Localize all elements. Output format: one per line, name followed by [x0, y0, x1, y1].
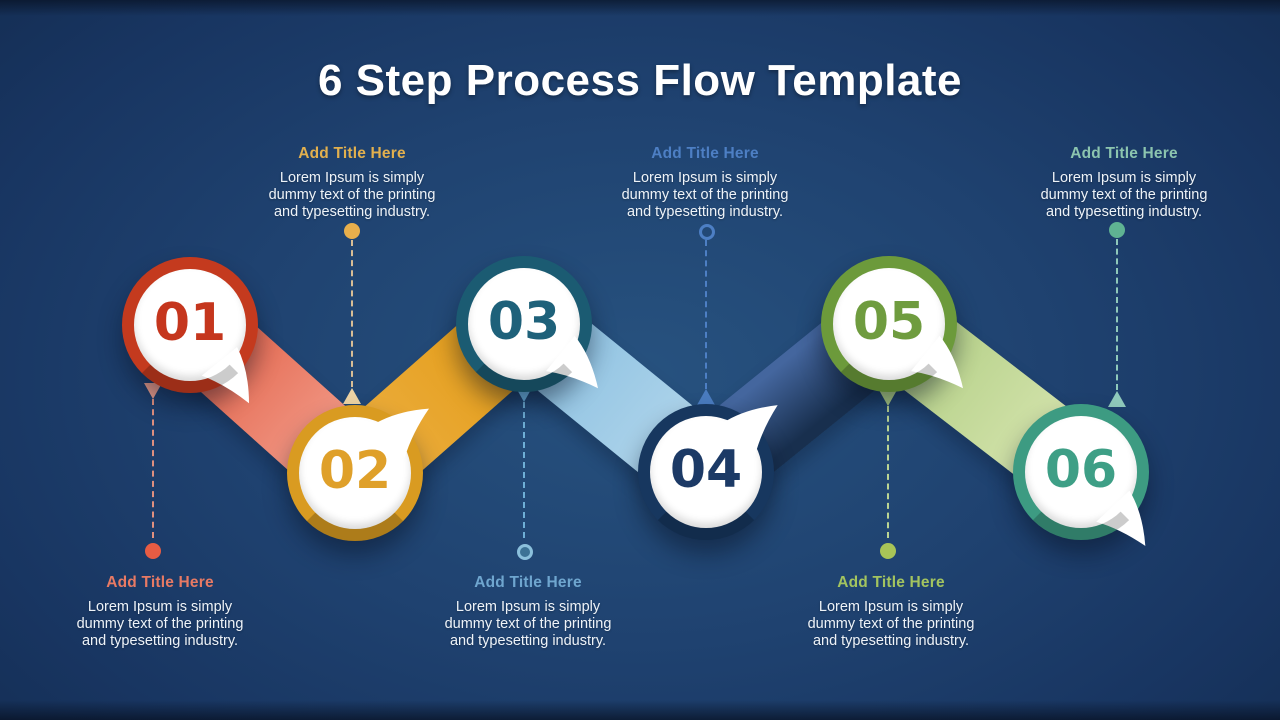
step-bubble-3[interactable]: 03: [444, 244, 604, 404]
step-description-5[interactable]: Lorem Ipsum is simply dummy text of the …: [807, 599, 975, 650]
step-label-block-5: Add Title Here Lorem Ipsum is simply dum…: [776, 574, 1006, 650]
step-bubble-1[interactable]: 01: [110, 245, 270, 405]
dashed-line-2: [351, 240, 353, 387]
dot-marker-4: [699, 224, 715, 240]
step-description-4[interactable]: Lorem Ipsum is simply dummy text of the …: [621, 170, 789, 221]
step-number-2: 02: [318, 441, 392, 502]
step-title-4[interactable]: Add Title Here: [651, 145, 759, 162]
page-title[interactable]: 6 Step Process Flow Template: [317, 56, 963, 105]
step-description-3[interactable]: Lorem Ipsum is simply dummy text of the …: [444, 599, 612, 650]
step-title-1[interactable]: Add Title Here: [106, 574, 214, 591]
step-bubble-2[interactable]: 02: [275, 393, 435, 553]
step-label-block-3: Add Title Here Lorem Ipsum is simply dum…: [413, 574, 643, 650]
dot-marker-2: [344, 223, 360, 239]
step-number-1: 01: [153, 293, 227, 354]
step-bubble-4[interactable]: 04: [626, 392, 786, 552]
dashed-line-6: [1116, 239, 1118, 390]
dot-marker-5: [880, 543, 896, 559]
step-title-2[interactable]: Add Title Here: [298, 145, 406, 162]
step-number-4: 04: [669, 440, 743, 501]
step-title-6[interactable]: Add Title Here: [1070, 145, 1178, 162]
dot-marker-1: [145, 543, 161, 559]
step-title-5[interactable]: Add Title Here: [837, 574, 945, 591]
step-number-6: 06: [1044, 440, 1118, 501]
dashed-line-5: [887, 406, 889, 538]
step-bubble-6[interactable]: 06: [1001, 392, 1161, 552]
step-bubble-5[interactable]: 05: [809, 244, 969, 404]
step-description-1[interactable]: Lorem Ipsum is simply dummy text of the …: [76, 599, 244, 650]
step-number-3: 03: [487, 292, 561, 353]
step-label-block-4: Add Title Here Lorem Ipsum is simply dum…: [590, 145, 820, 221]
step-label-block-1: Add Title Here Lorem Ipsum is simply dum…: [45, 574, 275, 650]
step-number-5: 05: [852, 292, 926, 353]
step-title-3[interactable]: Add Title Here: [474, 574, 582, 591]
step-description-2[interactable]: Lorem Ipsum is simply dummy text of the …: [268, 170, 436, 221]
dashed-line-1: [152, 399, 154, 538]
step-description-6[interactable]: Lorem Ipsum is simply dummy text of the …: [1040, 170, 1208, 221]
step-label-block-2: Add Title Here Lorem Ipsum is simply dum…: [237, 145, 467, 221]
dot-marker-3: [517, 544, 533, 560]
dot-marker-6: [1109, 222, 1125, 238]
dashed-line-3: [523, 402, 525, 538]
step-label-block-6: Add Title Here Lorem Ipsum is simply dum…: [1009, 145, 1239, 221]
dashed-line-4: [705, 240, 707, 389]
